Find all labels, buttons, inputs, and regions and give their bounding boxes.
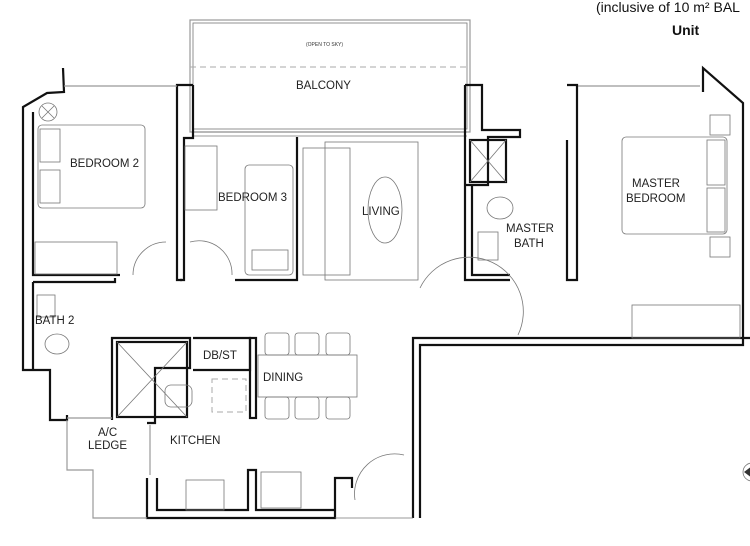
furniture xyxy=(34,102,741,511)
dining-label: DINING xyxy=(263,372,303,384)
area-note: (inclusive of 10 m² BAL xyxy=(596,0,740,15)
bedroom3-label: BEDROOM 3 xyxy=(218,192,287,204)
walls xyxy=(21,65,750,520)
open-to-sky-label: (OPEN TO SKY) xyxy=(306,42,343,48)
master-bath-label-1: MASTER xyxy=(506,223,554,235)
compass-icon xyxy=(742,462,750,482)
unit-label: Unit xyxy=(672,22,700,38)
dbst-label: DB/ST xyxy=(203,350,237,362)
living-label: LIVING xyxy=(362,206,400,218)
ac-ledge-label-2: LEDGE xyxy=(88,440,127,452)
balcony-label: BALCONY xyxy=(296,80,351,92)
master-bath-label-2: BATH xyxy=(514,238,544,250)
balcony xyxy=(189,19,471,137)
master-bedroom-label-1: MASTER xyxy=(632,178,680,190)
bath2-label: BATH 2 xyxy=(35,315,74,327)
master-bedroom-label-2: BEDROOM xyxy=(626,193,685,205)
ac-ledge-label-1: A/C xyxy=(98,427,117,439)
kitchen-label: KITCHEN xyxy=(170,435,220,447)
bedroom2-label: BEDROOM 2 xyxy=(70,158,139,170)
